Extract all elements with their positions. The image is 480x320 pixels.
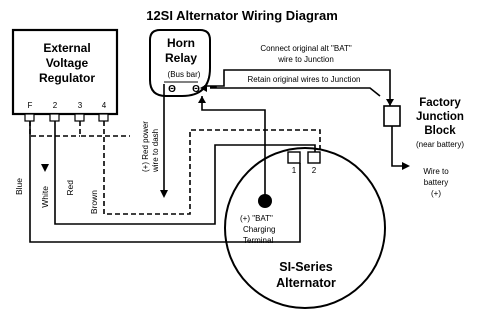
wire-red-dashed bbox=[79, 121, 130, 137]
red-power-arrow bbox=[160, 190, 168, 198]
wire-field-dashed bbox=[29, 121, 80, 137]
label-battery-1: Wire to bbox=[423, 167, 449, 176]
regulator-box bbox=[11, 28, 119, 116]
wire-blue bbox=[29, 121, 301, 243]
plug-terminal-2: 2 bbox=[312, 166, 317, 175]
wire-to-battery bbox=[391, 126, 408, 167]
regulator-pin-2 bbox=[49, 113, 60, 122]
label-red-power-1: (+) Red power bbox=[141, 121, 150, 172]
relay-terminal-left: Θ bbox=[168, 84, 176, 95]
arrow-junction bbox=[386, 99, 394, 106]
regulator-terminal-f: F bbox=[28, 101, 33, 110]
wire-brown-dashed bbox=[103, 121, 321, 215]
alternator-plug-2 bbox=[307, 151, 321, 164]
wire-white bbox=[54, 121, 316, 225]
label-retain: Retain original wires to Junction bbox=[248, 75, 361, 84]
bat-label-line2: Charging bbox=[243, 225, 275, 234]
junction-block: Factory Junction Block (near battery) bbox=[383, 97, 464, 149]
regulator-terminal-2: 2 bbox=[53, 101, 58, 110]
alternator-label-line2: Alternator bbox=[276, 276, 336, 290]
junction-label-line1: Factory bbox=[419, 97, 461, 109]
regulator-terminal-4: 4 bbox=[102, 101, 107, 110]
relay-terminal-right: Θ bbox=[192, 84, 200, 95]
label-connect-1: Connect original alt "BAT" bbox=[260, 44, 352, 53]
regulator-pin-3 bbox=[74, 113, 85, 122]
junction-label-line3: Block bbox=[424, 125, 456, 137]
label-connect-2: wire to Junction bbox=[277, 55, 334, 64]
plug-terminal-1: 1 bbox=[292, 166, 297, 175]
label-brown: Brown bbox=[89, 190, 99, 214]
alternator-label-line1: SI-Series bbox=[279, 260, 333, 274]
horn-relay: Horn Relay (Bus bar) Θ Θ bbox=[149, 29, 211, 97]
regulator-label-line3: Regulator bbox=[39, 71, 95, 85]
label-blue: Blue bbox=[14, 178, 24, 195]
bus-bar-label: (Bus bar) bbox=[168, 70, 201, 79]
horn-relay-label-line2: Relay bbox=[165, 51, 197, 65]
label-battery-2: battery bbox=[424, 178, 448, 187]
horn-relay-body bbox=[149, 29, 211, 97]
regulator-label-line2: Voltage bbox=[46, 56, 89, 70]
regulator-label-line1: External bbox=[43, 41, 90, 55]
label-red-power-2: wire to dash bbox=[151, 129, 160, 173]
voltage-regulator: External Voltage Regulator F 2 3 4 bbox=[11, 28, 119, 122]
label-red: Red bbox=[65, 180, 75, 196]
arrow-battery bbox=[402, 162, 410, 170]
wire-connect-original bbox=[204, 69, 391, 106]
junction-note: (near battery) bbox=[416, 140, 464, 149]
horn-relay-label-line1: Horn bbox=[167, 36, 195, 50]
junction-label-line2: Junction bbox=[416, 111, 464, 123]
label-battery-3: (+) bbox=[431, 189, 441, 198]
junction-block-box bbox=[383, 105, 401, 127]
regulator-pin-4 bbox=[98, 113, 109, 122]
alternator-plug-1 bbox=[287, 151, 301, 164]
regulator-pin-f bbox=[24, 113, 35, 122]
diagram-title: 12SI Alternator Wiring Diagram bbox=[146, 8, 338, 23]
regulator-terminal-3: 3 bbox=[78, 101, 83, 110]
arrow-blue bbox=[41, 164, 49, 172]
arrow-bat bbox=[198, 96, 206, 103]
arrow-relay-retain bbox=[200, 84, 207, 92]
bat-label-line1: (+) "BAT" bbox=[240, 214, 273, 223]
alternator: 1 2 (+) "BAT" Charging Terminal SI-Serie… bbox=[224, 147, 386, 309]
wire-retain bbox=[210, 87, 381, 97]
bat-label-line3: Terminal bbox=[243, 236, 273, 245]
label-white: White bbox=[40, 186, 50, 208]
